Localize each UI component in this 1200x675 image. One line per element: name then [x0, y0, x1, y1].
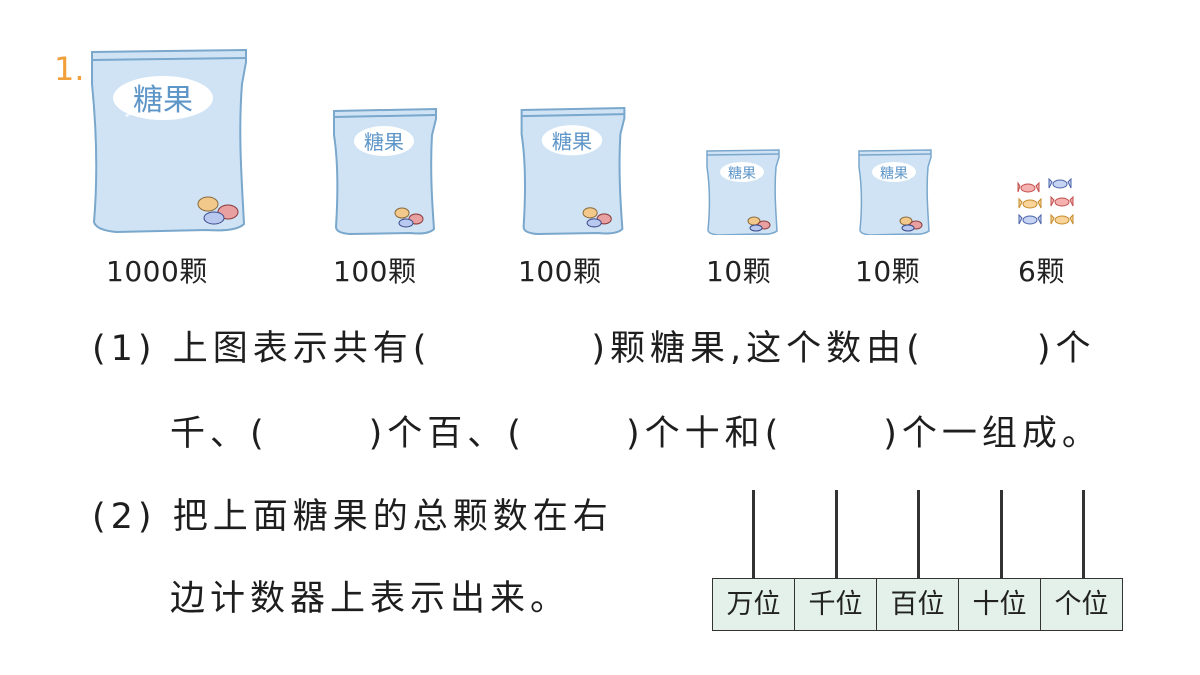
loose-candies: [1016, 177, 1080, 230]
count-label: 10颗: [855, 255, 921, 288]
counter-rod-thousands[interactable]: [835, 490, 838, 580]
question-2-prefix: (2): [92, 497, 157, 537]
question-1-prefix: (1): [92, 329, 157, 369]
question-1-text-e: )个百、(: [368, 414, 526, 454]
candy-bag-icon: 糖果: [858, 149, 932, 235]
bag-label: 糖果: [728, 166, 756, 182]
count-label: 1000颗: [106, 255, 208, 288]
question-1-text-a: 上图表示共有(: [172, 329, 432, 369]
count-label: 6颗: [1018, 255, 1065, 288]
candy-bag-icon: 糖果: [706, 149, 780, 235]
bag-label: 糖果: [133, 83, 193, 118]
question-2-text-b: 边计数器上表示出来。: [170, 579, 571, 619]
counter-rod-tens[interactable]: [1000, 490, 1003, 580]
count-label: 100颗: [333, 255, 417, 288]
candy-bag-icon: 糖果: [91, 48, 247, 234]
question-1-line-1: (1) 上图表示共有( )颗糖果,这个数由( )个: [92, 320, 1095, 371]
count-label: 10颗: [706, 255, 772, 288]
bag-label: 糖果: [880, 166, 908, 182]
candy-bag-icon: 糖果: [333, 107, 437, 235]
question-1-line-2: 千、( )个百、( )个十和( )个一组成。: [170, 405, 1102, 456]
question-number: 1.: [54, 50, 85, 88]
place-label-hundreds: 百位: [877, 579, 959, 630]
question-1-text-b: )颗糖果,这个数由(: [591, 329, 925, 369]
bag-label: 糖果: [364, 130, 404, 154]
candy-bag-1000: 糖果: [86, 44, 252, 234]
place-label-ten-thousands: 万位: [713, 579, 795, 630]
bag-label: 糖果: [552, 129, 592, 153]
candy-bag-icon: 糖果: [520, 107, 626, 235]
candy-bag-10-b: 糖果: [856, 147, 934, 235]
count-label: 100颗: [518, 255, 602, 288]
counter-rod-ten-thousands[interactable]: [752, 490, 755, 580]
candy-bag-100-a: 糖果: [330, 105, 440, 235]
place-label-tens: 十位: [959, 579, 1041, 630]
place-value-counter: 万位 千位 百位 十位 个位: [712, 490, 1128, 634]
question-1-text-d: 千、(: [170, 414, 269, 454]
question-1-text-g: )个一组成。: [883, 414, 1102, 454]
question-2-line-1: (2) 把上面糖果的总颗数在右: [92, 488, 613, 539]
question-2-line-2: 边计数器上表示出来。: [170, 570, 570, 621]
question-1-text-f: )个十和(: [625, 414, 784, 454]
candy-bag-100-b: 糖果: [517, 104, 629, 235]
question-1-text-c: )个: [1036, 329, 1096, 369]
counter-rod-ones[interactable]: [1082, 490, 1085, 580]
place-label-ones: 个位: [1054, 589, 1109, 620]
place-label-thousands: 千位: [795, 579, 877, 630]
question-2-text-a: 把上面糖果的总颗数在右: [172, 497, 613, 537]
candy-icon: [1017, 177, 1074, 225]
candy-bag-10-a: 糖果: [704, 147, 782, 235]
place-value-table: 万位 千位 百位 十位 个位: [712, 578, 1123, 631]
counter-rod-hundreds[interactable]: [917, 490, 920, 580]
